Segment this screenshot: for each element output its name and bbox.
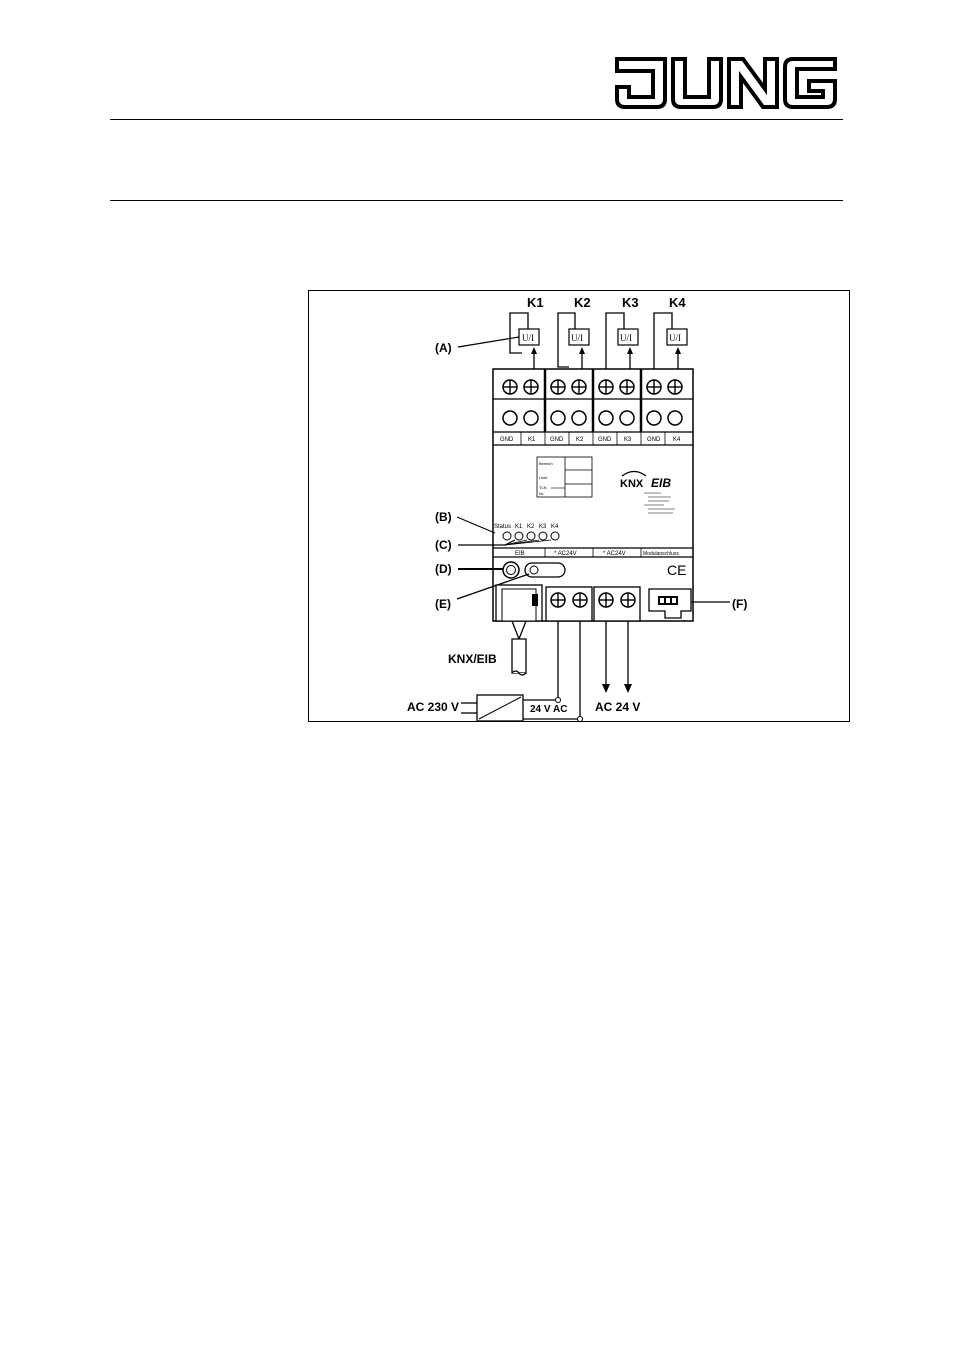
callout-e: (E) bbox=[435, 597, 451, 611]
label-gnd-1: GND bbox=[500, 437, 514, 443]
sensor-k2-label: U/I bbox=[571, 333, 583, 343]
label-k4: K4 bbox=[673, 437, 681, 443]
led-label-k4: K4 bbox=[551, 524, 559, 530]
led-status bbox=[502, 531, 512, 541]
supply-wires bbox=[557, 621, 581, 716]
ce-mark: CE bbox=[667, 562, 686, 578]
brand-eib: EIB bbox=[651, 476, 671, 490]
address-bereich: Bereich bbox=[539, 461, 553, 466]
sensor-k3 bbox=[617, 328, 639, 346]
knx-eib-brand: KNX EIB bbox=[620, 470, 675, 514]
channel-k1: K1 U/I bbox=[509, 295, 544, 370]
sensor-k3-label: U/I bbox=[620, 333, 632, 343]
label-gnd-4: GND bbox=[647, 437, 661, 443]
brand-knx: KNX bbox=[620, 478, 644, 490]
transformer bbox=[461, 694, 579, 721]
led-labels: Status K1 K2 K3 K4 bbox=[494, 524, 559, 530]
strip-ac24v-2: * AC24V bbox=[603, 551, 626, 557]
output-label: AC 24 V bbox=[595, 700, 640, 714]
bus-label: KNX/EIB bbox=[448, 652, 497, 666]
address-linie: Linie bbox=[539, 475, 548, 480]
callout-f: (F) bbox=[732, 597, 747, 611]
led-k3 bbox=[538, 531, 548, 541]
header-rule-bottom bbox=[110, 200, 843, 201]
led-label-status: Status bbox=[494, 524, 511, 530]
channel-k2: K2 U/I bbox=[557, 295, 591, 370]
sensor-k2 bbox=[568, 328, 590, 346]
channel-k2-label: K2 bbox=[574, 295, 591, 310]
jung-logo bbox=[615, 57, 837, 109]
led-k1 bbox=[514, 531, 524, 541]
led-label-k3: K3 bbox=[539, 524, 547, 530]
label-gnd-2: GND bbox=[550, 437, 564, 443]
address-label: Bereich Linie TLN Nr. bbox=[536, 456, 593, 498]
wire-entry-holes bbox=[502, 410, 683, 426]
wiring-diagram-frame: K1 U/I K2 U/I K3 U/I K4 U/I (A) bbox=[308, 290, 850, 722]
channel-k4-label: K4 bbox=[669, 295, 686, 310]
bottom-label-strip: EIB * AC24V * AC24V Modulanschluss bbox=[515, 551, 679, 557]
mains-label: AC 230 V bbox=[407, 700, 459, 714]
sensor-k1-label: U/I bbox=[522, 333, 534, 343]
sensor-k4 bbox=[666, 328, 688, 346]
label-k1: K1 bbox=[528, 437, 536, 443]
led-k2 bbox=[526, 531, 536, 541]
callout-a: (A) bbox=[435, 341, 452, 355]
label-gnd-3: GND bbox=[598, 437, 612, 443]
callout-d: (D) bbox=[435, 562, 452, 576]
address-tln: TLN bbox=[539, 485, 547, 490]
module-connector bbox=[648, 588, 692, 619]
callout-c: (C) bbox=[435, 538, 452, 552]
sensor-k4-label: U/I bbox=[669, 333, 681, 343]
channel-k3-label: K3 bbox=[622, 295, 639, 310]
strip-modulanschluss: Modulanschluss bbox=[643, 551, 679, 557]
channel-k1-label: K1 bbox=[527, 295, 544, 310]
led-k4 bbox=[550, 531, 560, 541]
ac24-output-wires bbox=[602, 621, 632, 693]
wiring-diagram: K1 U/I K2 U/I K3 U/I K4 U/I (A) bbox=[407, 295, 747, 721]
strip-ac24v-1: * AC24V bbox=[554, 551, 577, 557]
header-rule-top bbox=[110, 119, 843, 120]
callout-b: (B) bbox=[435, 510, 452, 524]
supply-label: 24 V AC bbox=[530, 704, 567, 715]
label-k3: K3 bbox=[624, 437, 632, 443]
label-k2: K2 bbox=[576, 437, 584, 443]
bus-cable bbox=[511, 620, 527, 676]
status-leds bbox=[502, 531, 560, 541]
terminal-label-strip: GND K1 GND K2 GND K3 GND K4 bbox=[500, 437, 681, 443]
led-label-k1: K1 bbox=[515, 524, 523, 530]
strip-eib: EIB bbox=[515, 551, 525, 557]
bus-connector bbox=[495, 584, 543, 622]
address-nr: Nr. bbox=[539, 491, 544, 496]
channel-k4: K4 U/I bbox=[653, 295, 688, 370]
led-label-k2: K2 bbox=[527, 524, 535, 530]
channel-k3: K3 U/I bbox=[605, 295, 639, 370]
